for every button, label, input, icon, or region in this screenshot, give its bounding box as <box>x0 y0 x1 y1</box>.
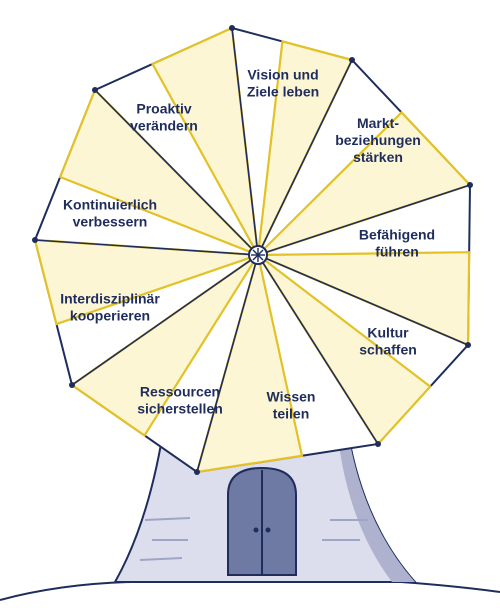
spar-tip-dot <box>467 182 473 188</box>
sail-wissen <box>195 254 304 474</box>
sail-label-line: Kultur <box>367 325 409 341</box>
sail-interdisziplinaer <box>33 238 259 326</box>
sail-label-line: Markt- <box>357 115 399 131</box>
sail-label-line: Proaktiv <box>136 101 191 117</box>
sail-spar <box>257 59 353 256</box>
sail-label-line: sicherstellen <box>137 401 223 417</box>
sail-vision <box>256 40 354 256</box>
sail-spar <box>231 27 259 256</box>
spar-tip-dot <box>375 441 381 447</box>
spar-tip-dot <box>194 469 200 475</box>
sail-label-line: kooperieren <box>70 308 150 324</box>
spar-tip-dot <box>69 382 75 388</box>
sail-spar <box>257 254 379 445</box>
sail-spar <box>94 89 259 256</box>
sail-label-line: beziehungen <box>335 132 421 148</box>
sail-kultur <box>257 254 432 446</box>
sail-label-line: schaffen <box>359 342 417 358</box>
sail-label-line: Ziele leben <box>247 84 319 100</box>
sail-spar <box>257 184 471 256</box>
sail-spar <box>34 239 259 256</box>
sail-spar <box>196 254 259 473</box>
sail-spar <box>257 254 469 346</box>
sail-ressourcen <box>70 254 259 438</box>
spar-tip-dot <box>465 342 471 348</box>
sail-label-line: stärken <box>353 149 403 165</box>
sail-spar <box>71 254 259 386</box>
sail-label-line: Ressourcen <box>140 384 220 400</box>
sail-label-line: Interdisziplinär <box>60 291 160 307</box>
sail-label-line: verbessern <box>73 214 148 230</box>
spar-tip-dot <box>92 87 98 93</box>
sail-proaktiv <box>151 26 260 256</box>
tower-bricks <box>139 517 368 561</box>
spar-tip-dot <box>349 57 355 63</box>
sail-label-line: Befähigend <box>359 227 435 243</box>
sail-markt <box>257 110 472 257</box>
door-knob-left <box>253 527 259 533</box>
sail-kontinuierlich <box>58 88 259 257</box>
sail-label-line: Wissen <box>267 389 316 405</box>
sail-label-line: verändern <box>130 118 198 134</box>
sail-label-line: teilen <box>273 406 310 422</box>
sail-befaehigend <box>257 251 471 347</box>
spar-tip-dot <box>229 25 235 31</box>
hub-spokes <box>251 248 265 262</box>
sail-label-line: Kontinuierlich <box>63 197 157 213</box>
sail-label-line: führen <box>375 244 419 260</box>
door-knob-right <box>265 527 271 533</box>
sail-label-line: Vision und <box>247 67 318 83</box>
spar-tip-dot <box>32 237 38 243</box>
